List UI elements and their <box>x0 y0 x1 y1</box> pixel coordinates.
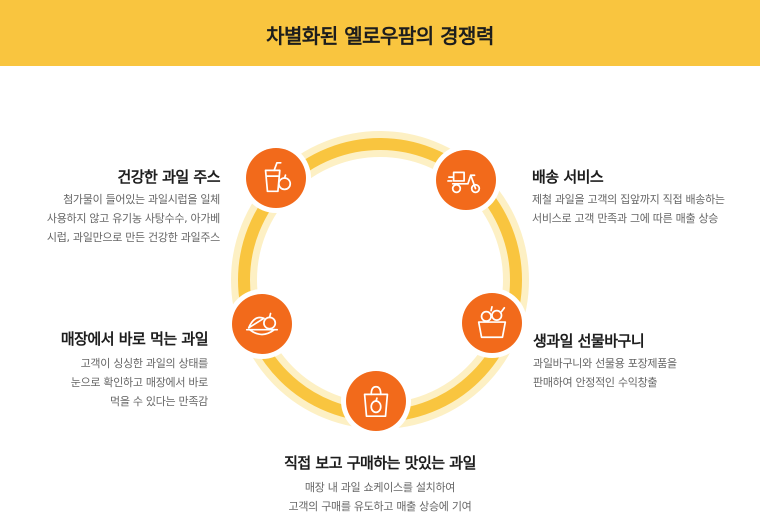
delivery-description: 제철 과일을 고객의 집앞까지 직접 배송하는 서비스로 고객 만족과 그에 따… <box>532 193 725 225</box>
page-title: 차별화된 옐로우팜의 경쟁력 <box>266 24 494 48</box>
basket-title: 생과일 선물바구니 <box>533 332 645 350</box>
basket-icon-circle <box>462 293 522 353</box>
juice-icon <box>264 161 292 193</box>
shopping-title: 직접 보고 구매하는 맛있는 과일 <box>284 454 476 472</box>
store-title: 매장에서 바로 먹는 과일 <box>60 330 209 348</box>
juice-icon-circle <box>246 148 306 208</box>
delivery-icon-circle <box>436 150 496 210</box>
shopping-bag-icon <box>363 385 389 418</box>
juice-title: 건강한 과일 주스 <box>117 168 220 186</box>
fruit-basket-icon <box>477 305 507 339</box>
store-icon-circle <box>232 294 292 354</box>
delivery-scooter-icon <box>447 171 481 194</box>
basket-description: 과일바구니와 선물용 포장제품을 판매하여 안정적인 수익창출 <box>533 357 677 389</box>
juice-description: 첨가물이 들어있는 과일시럽을 일체 사용하지 않고 유기농 사탕수수, 아가베… <box>46 193 220 244</box>
store-description: 고객이 싱싱한 과일의 상태를 눈으로 확인하고 매장에서 바로 먹을 수 있다… <box>70 357 209 408</box>
header-banner: 차별화된 옐로우팜의 경쟁력 <box>0 0 760 66</box>
fruit-plate-icon <box>245 312 279 336</box>
shopping-description: 매장 내 과일 쇼케이스를 설치하여 고객의 구매를 유도하고 매출 상승에 기… <box>288 481 472 513</box>
delivery-title: 배송 서비스 <box>532 168 604 186</box>
shopping-icon-circle <box>346 371 406 431</box>
